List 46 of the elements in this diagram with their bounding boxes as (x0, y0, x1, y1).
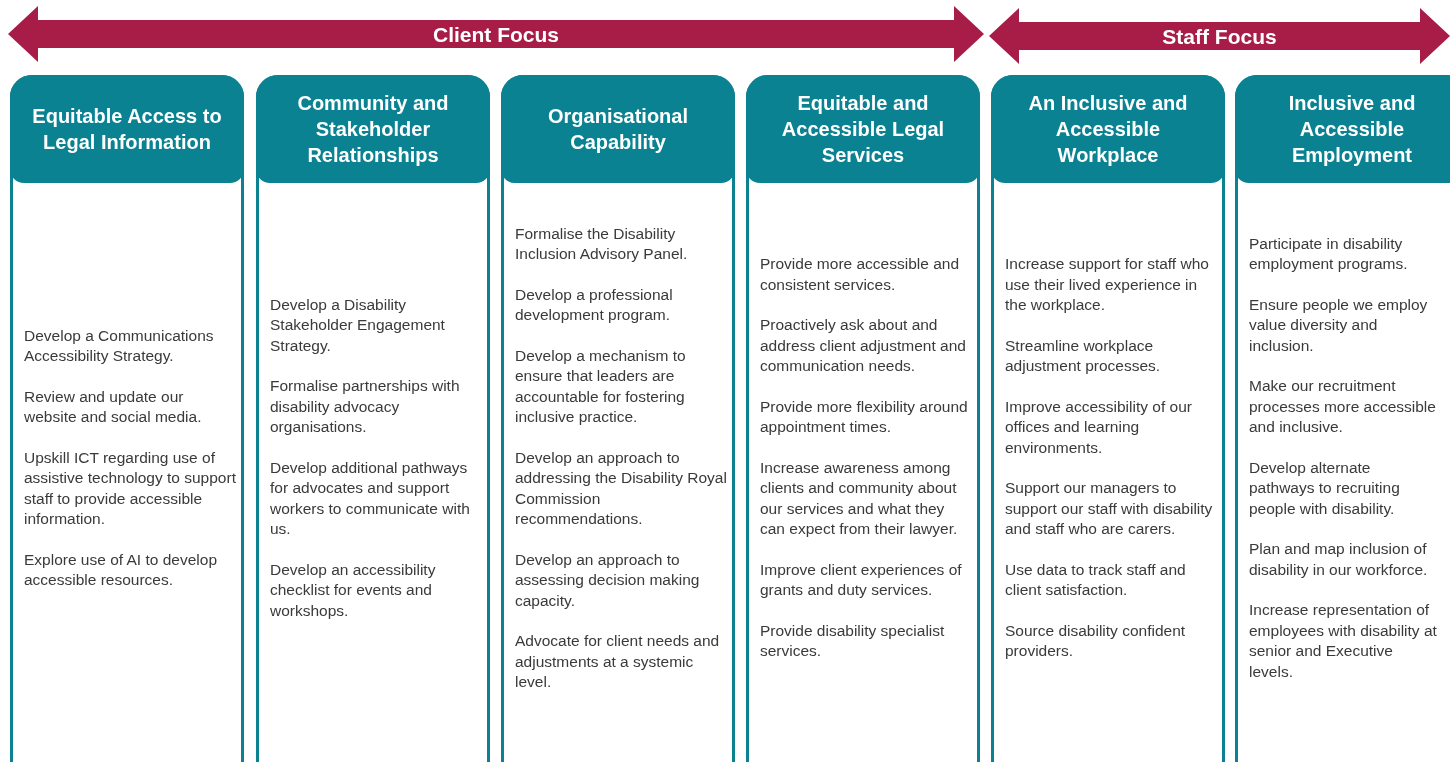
action-item-text: Streamline workplace adjustment processes. (1005, 335, 1162, 377)
action-item-text: Advocate for client needs and adjustments at a systemic level. (515, 631, 721, 692)
column-header: Equitable Access to Legal Information (10, 75, 244, 183)
action-item-text: Use data to track staff and client satisfaction. (1005, 559, 1187, 601)
action-item-text: Plan and map inclusion of disability in our workforce. (1249, 539, 1429, 580)
action-item-text: Ensure people we employ value diversity and inclusion. (1249, 294, 1429, 356)
column-panel (10, 75, 244, 762)
action-item-text: Increase support for staff who use their lived experience in the workplace. (1005, 254, 1210, 316)
action-item-text: Develop an approach to addressing the Disability Royal Commission recommendations. (515, 447, 728, 529)
column-panel (746, 75, 980, 762)
action-item-text: Improve client experiences of grants and duty services. (760, 559, 963, 601)
banner-label: Client Focus (433, 23, 559, 45)
column-header: Organisational Capability (501, 75, 735, 183)
action-item-text: Proactively ask about and address client adjustment and communication needs. (760, 315, 967, 377)
action-item-text: Increase representation of employees with disability at senior and Executive levels. (1249, 600, 1438, 682)
action-item-text: Develop a professional development program. (515, 284, 674, 325)
action-item-text: Review and update our website and social media. (24, 386, 203, 427)
action-item-text: Develop an approach to assessing decision making capacity. (515, 549, 701, 611)
action-item-text: Develop a mechanism to ensure that leaders are accountable for fostering inclusive practice. (515, 345, 687, 427)
column-panel (991, 75, 1225, 762)
action-item-text: Make our recruitment processes more accessible and inclusive. (1249, 376, 1437, 438)
column-panel (1235, 75, 1450, 762)
action-item-text: Participate in disability employment programs. (1249, 233, 1409, 275)
action-item-text: Develop an accessibility checklist for events and workshops. (270, 559, 437, 621)
column-header: Equitable and Accessible Legal Services (746, 75, 980, 183)
column-header: Community and Stakeholder Relationships (256, 75, 490, 183)
action-item-text: Provide more accessible and consistent services. (760, 254, 961, 295)
action-item-text: Improve accessibility of our offices and learning environments. (1005, 396, 1193, 458)
column-header: An Inclusive and Accessible Workplace (991, 75, 1225, 183)
action-item-text: Source disability confident providers. (1005, 620, 1187, 662)
action-item-text: Provide disability specialist services. (760, 620, 946, 662)
action-item-text: Support our managers to support our staff with disability and staff who are carers. (1005, 478, 1214, 540)
action-item-text: Formalise the Disability Inclusion Advisory Panel. (515, 223, 689, 264)
column-panel (501, 75, 735, 762)
action-item-text: Develop a Communications Accessibility Strategy. (24, 325, 215, 366)
action-item-text: Develop alternate pathways to recruiting people with disability. (1249, 457, 1401, 519)
action-item-text: Upskill ICT regarding use of assistive technology to support staff to provide accessible information. (24, 447, 237, 529)
action-item-text: Develop additional pathways for advocates and support workers to communicate with us. (270, 457, 471, 540)
action-item-text: Explore use of AI to develop accessible resources. (24, 549, 219, 590)
action-item-text: Develop a Disability Stakeholder Engagement Strategy. (270, 294, 446, 356)
action-item-text: Provide more flexibility around appointment times. (760, 396, 969, 438)
column-header: Inclusive and Accessible Employment (1235, 75, 1450, 183)
column-panel (256, 75, 490, 762)
action-item-text: Formalise partnerships with disability advocacy organisations. (270, 376, 461, 438)
action-item-text: Increase awareness among clients and community about our services and what they can expect from their lawyer. (760, 457, 959, 540)
banner-label: Staff Focus (1162, 25, 1277, 47)
